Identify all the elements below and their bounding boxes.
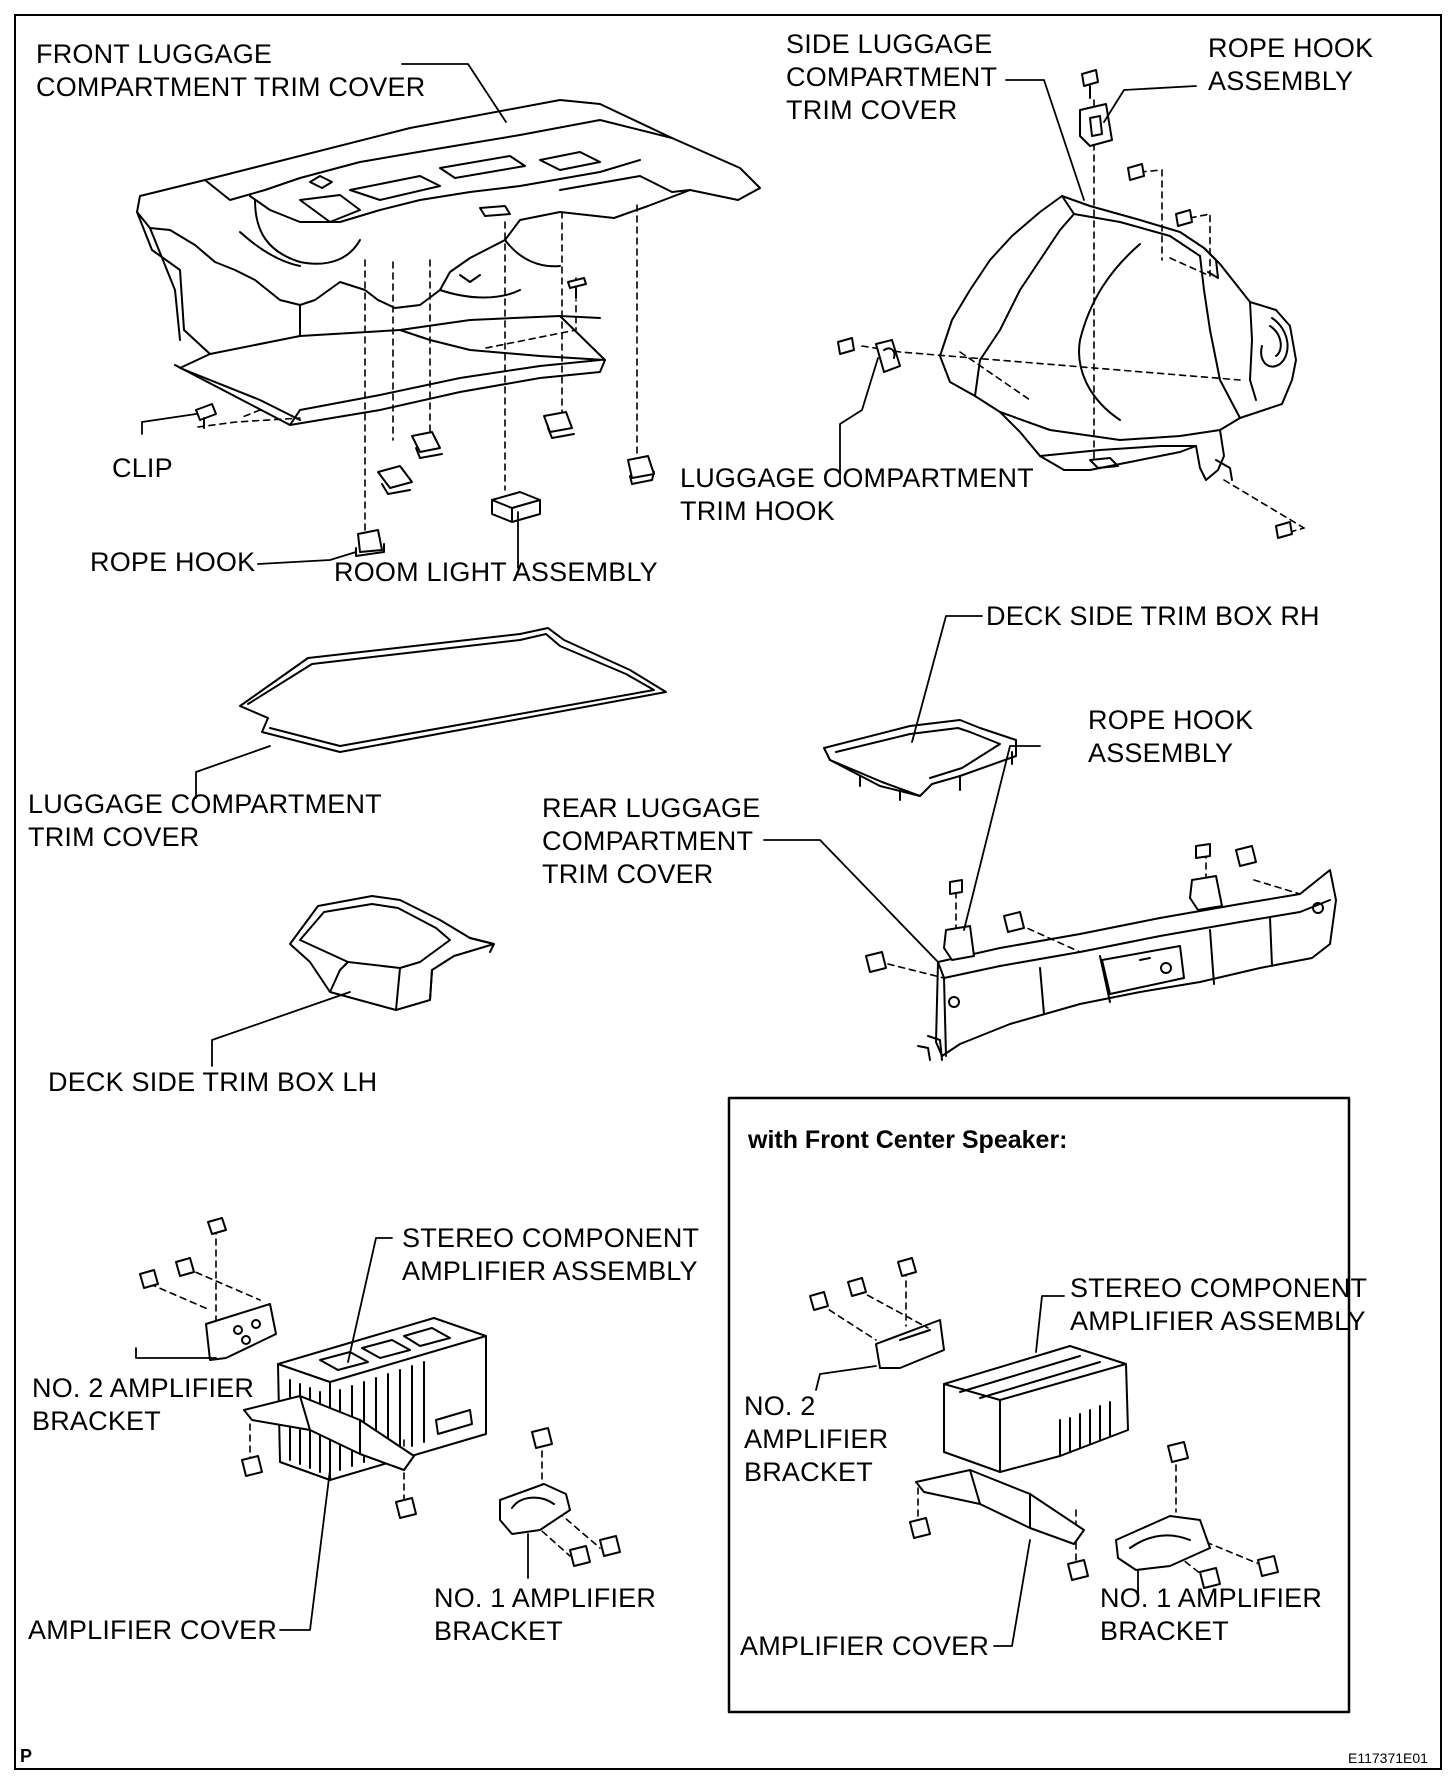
label-line: NO. 2 xyxy=(744,1391,816,1421)
label-line: NO. 1 AMPLIFIER xyxy=(434,1583,657,1613)
diagram-frame xyxy=(14,14,1442,1770)
clip-part xyxy=(195,403,217,429)
left-amp-fasteners xyxy=(139,1217,621,1567)
no1-amplifier-bracket-left-part xyxy=(499,1483,571,1535)
no2-amplifier-bracket-left-part xyxy=(205,1303,277,1361)
rear-trim-cover-part xyxy=(917,869,1337,1061)
label-line: AMPLIFIER ASSEMBLY xyxy=(1070,1306,1366,1336)
corner-letter: P xyxy=(20,1746,33,1766)
label-line: TRIM COVER xyxy=(542,859,714,889)
inset-title: with Front Center Speaker: xyxy=(748,1126,1068,1154)
rope-hook-assembly-mid-part xyxy=(943,843,1223,961)
clip-label: CLIP xyxy=(112,453,173,483)
label-line: BRACKET xyxy=(32,1406,161,1436)
no2-bracket-right-label: NO. 2 AMPLIFIER BRACKET xyxy=(744,1390,888,1489)
label-leaders xyxy=(135,63,1197,1647)
label-line: LUGGAGE COMPARTMENT xyxy=(680,463,1034,493)
label-line: STEREO COMPONENT xyxy=(1070,1273,1368,1303)
label-line: LUGGAGE COMPARTMENT xyxy=(28,789,382,819)
right-amp-fasteners xyxy=(809,1257,1279,1589)
rear-cover-screws xyxy=(865,845,1257,973)
stereo-amp-left-label: STEREO COMPONENT AMPLIFIER ASSEMBLY xyxy=(402,1222,699,1288)
amp-cover-left-label: AMPLIFIER COVER xyxy=(28,1615,278,1645)
stereo-amp-right-label: STEREO COMPONENT AMPLIFIER ASSEMBLY xyxy=(1070,1272,1367,1338)
side-cover-screws xyxy=(837,163,1293,539)
label-line: BRACKET xyxy=(434,1616,563,1646)
label-line: COMPARTMENT TRIM COVER xyxy=(36,72,426,102)
rear-trim-cover-label: REAR LUGGAGE COMPARTMENT TRIM COVER xyxy=(542,792,760,891)
rope-hook-assembly-top-label: ROPE HOOK ASSEMBLY xyxy=(1208,32,1373,98)
deck-side-trim-box-lh-part xyxy=(289,895,495,1011)
label-line: ROPE HOOK xyxy=(1088,705,1254,735)
luggage-trim-hook-label: LUGGAGE COMPARTMENT TRIM HOOK xyxy=(680,462,1034,528)
rope-hook-label: ROPE HOOK xyxy=(90,547,256,577)
right-amp-leader-lines xyxy=(819,1269,1265,1579)
label-line: ROPE HOOK xyxy=(1208,33,1374,63)
label-line: AMPLIFIER xyxy=(744,1424,889,1454)
luggage-trim-cover-part xyxy=(239,627,667,753)
room-light-part xyxy=(491,491,541,523)
stereo-amplifier-right-part xyxy=(943,1345,1129,1473)
label-line: NO. 2 AMPLIFIER xyxy=(32,1373,255,1403)
no2-amplifier-bracket-right-part xyxy=(875,1319,945,1369)
amp-cover-right-label: AMPLIFIER COVER xyxy=(740,1631,990,1661)
deck-side-trim-box-rh-part xyxy=(823,719,1017,801)
label-line: ASSEMBLY xyxy=(1088,738,1234,768)
no1-bracket-right-label: NO. 1 AMPLIFIER BRACKET xyxy=(1100,1582,1322,1648)
rope-hook-assembly-top-part xyxy=(1079,69,1113,147)
no1-bracket-left-label: NO. 1 AMPLIFIER BRACKET xyxy=(434,1582,656,1648)
label-line: TRIM HOOK xyxy=(680,496,835,526)
label-line: REAR LUGGAGE xyxy=(542,793,761,823)
label-line: FRONT LUGGAGE xyxy=(36,39,273,69)
label-line: ASSEMBLY xyxy=(1208,66,1354,96)
side-trim-cover-label: SIDE LUGGAGE COMPARTMENT TRIM COVER xyxy=(786,28,997,127)
amplifier-cover-left-part xyxy=(243,1395,415,1471)
no1-amplifier-bracket-right-part xyxy=(1115,1515,1211,1571)
left-amp-leader-lines xyxy=(149,1227,601,1557)
label-line: TRIM COVER xyxy=(28,822,200,852)
rope-hook-assembly-mid-label: ROPE HOOK ASSEMBLY xyxy=(1088,704,1253,770)
front-trim-cover-part xyxy=(136,99,761,426)
deck-box-rh-label: DECK SIDE TRIM BOX RH xyxy=(986,601,1320,631)
front-cover-leader-lines xyxy=(197,204,638,531)
label-line: TRIM COVER xyxy=(786,95,958,125)
side-trim-cover-part xyxy=(939,195,1297,481)
room-light-label: ROOM LIGHT ASSEMBLY xyxy=(334,557,658,587)
label-line: COMPARTMENT xyxy=(786,62,998,92)
label-line: BRACKET xyxy=(744,1457,873,1487)
front-trim-cover-label: FRONT LUGGAGE COMPARTMENT TRIM COVER xyxy=(36,38,425,104)
rope-hook-parts-front xyxy=(355,411,575,557)
label-line: COMPARTMENT xyxy=(542,826,754,856)
label-line: NO. 1 AMPLIFIER xyxy=(1100,1583,1323,1613)
label-line: AMPLIFIER ASSEMBLY xyxy=(402,1256,698,1286)
figure-code: E117371E01 xyxy=(1348,1750,1428,1766)
luggage-trim-cover-label: LUGGAGE COMPARTMENT TRIM COVER xyxy=(28,788,382,854)
amplifier-cover-right-part xyxy=(915,1469,1085,1545)
fastener-front-right xyxy=(627,455,655,485)
inset-box xyxy=(727,1096,1351,1714)
luggage-trim-hook-part xyxy=(875,339,901,373)
label-line: STEREO COMPONENT xyxy=(402,1223,700,1253)
screw-front-mid xyxy=(567,277,587,299)
no2-bracket-left-label: NO. 2 AMPLIFIER BRACKET xyxy=(32,1372,254,1438)
label-line: SIDE LUGGAGE xyxy=(786,29,993,59)
label-line: BRACKET xyxy=(1100,1616,1229,1646)
deck-box-lh-label: DECK SIDE TRIM BOX LH xyxy=(48,1067,378,1097)
